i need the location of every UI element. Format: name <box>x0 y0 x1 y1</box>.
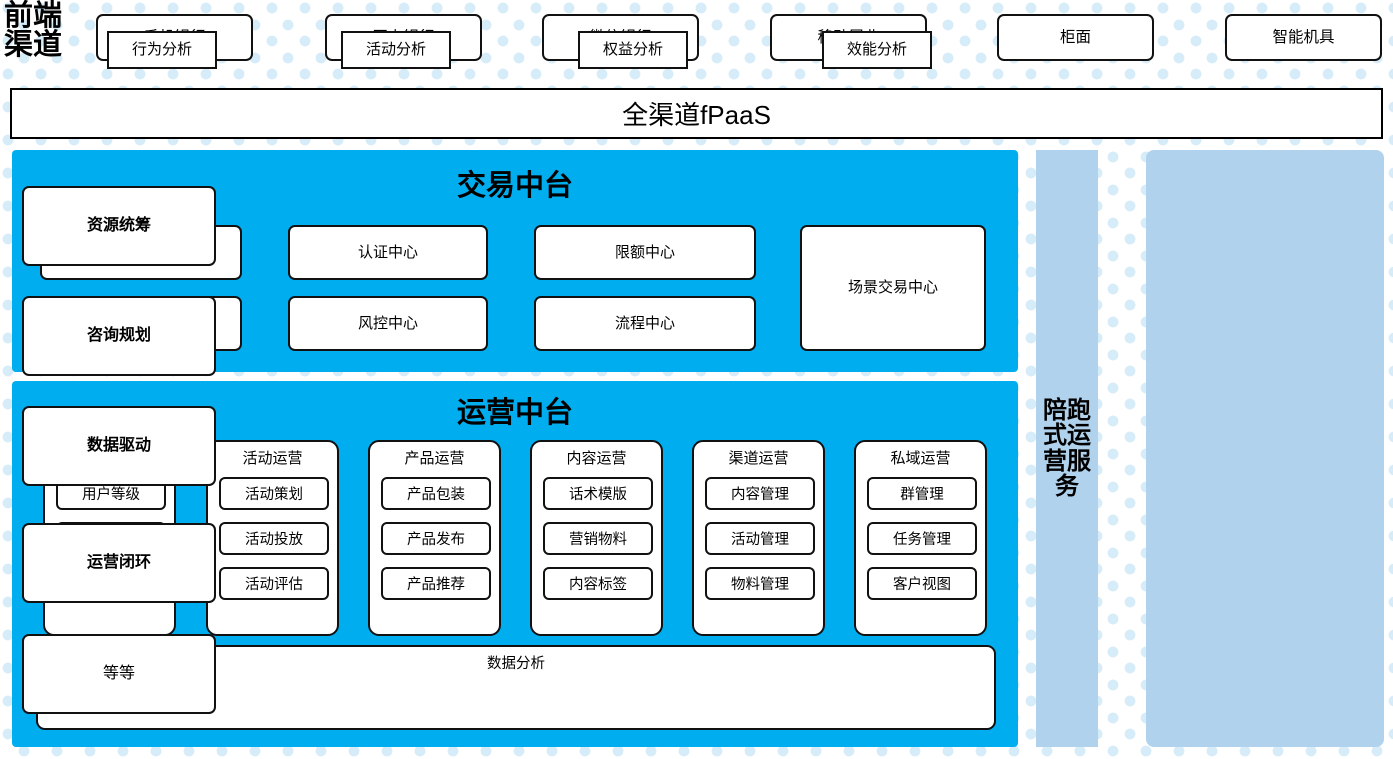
data-analysis-item-label: 效能分析 <box>846 41 907 59</box>
ops-card-activity-operations[interactable]: 活动运营 活动策划 活动投放 活动评估 <box>206 440 339 636</box>
ops-item[interactable]: 产品包装 <box>381 477 491 510</box>
front-end-label-line-1: 前端 <box>4 0 63 32</box>
data-analysis-item-benefit[interactable]: 权益分析 <box>578 31 688 69</box>
trade-box-risk-center[interactable]: 风控中心 <box>288 296 488 351</box>
ops-item[interactable]: 活动评估 <box>219 567 329 600</box>
ops-item[interactable]: 活动策划 <box>219 477 329 510</box>
ops-card-product-operations[interactable]: 产品运营 产品包装 产品发布 产品推荐 <box>368 440 501 636</box>
channel-label: 智能机具 <box>1272 28 1335 46</box>
data-analysis-item-label: 行为分析 <box>131 41 192 59</box>
capability-box-label: 运营闭环 <box>86 553 151 571</box>
ops-item[interactable]: 物料管理 <box>705 567 815 600</box>
ops-card-title: 私域运营 <box>890 450 951 467</box>
capability-box-consulting-planning[interactable]: 咨询规划 <box>22 296 216 376</box>
ops-item[interactable]: 产品推荐 <box>381 567 491 600</box>
ops-card-title: 内容运营 <box>566 450 627 467</box>
operations-platform-title: 运营中台 <box>456 397 573 429</box>
trade-box-label: 风控中心 <box>357 314 418 332</box>
trade-box-label: 认证中心 <box>357 243 418 261</box>
fpaas-label: 全渠道fPaaS <box>622 100 771 130</box>
omnichannel-fpaas-bar[interactable]: 全渠道fPaaS <box>10 88 1383 139</box>
data-analysis-item-efficiency[interactable]: 效能分析 <box>822 31 932 69</box>
capability-box-etc[interactable]: 等等 <box>22 634 216 714</box>
ops-card-private-domain-operations[interactable]: 私域运营 群管理 任务管理 客户视图 <box>854 440 987 636</box>
ops-item[interactable]: 客户视图 <box>867 567 977 600</box>
trade-platform-title: 交易中台 <box>456 170 573 202</box>
ops-item[interactable]: 活动投放 <box>219 522 329 555</box>
data-analysis-item-label: 活动分析 <box>365 41 426 59</box>
ops-item[interactable]: 营销物料 <box>543 522 653 555</box>
ops-card-content-operations[interactable]: 内容运营 话术模版 营销物料 内容标签 <box>530 440 663 636</box>
channel-box-smart-machine[interactable]: 智能机具 <box>1225 14 1382 61</box>
channel-box-counter[interactable]: 柜面 <box>997 14 1154 61</box>
trade-box-label: 限额中心 <box>614 243 675 261</box>
ops-card-title: 产品运营 <box>404 450 465 467</box>
capability-box-label: 咨询规划 <box>86 326 151 344</box>
ops-item[interactable]: 内容管理 <box>705 477 815 510</box>
capability-panel <box>1146 150 1384 747</box>
trade-box-limit-center[interactable]: 限额中心 <box>534 225 756 280</box>
data-analysis-item-activity[interactable]: 活动分析 <box>341 31 451 69</box>
ops-card-title: 渠道运营 <box>728 450 789 467</box>
front-end-channel-label: 前端 渠道 <box>4 2 86 60</box>
capability-box-label: 等等 <box>102 664 135 682</box>
ops-item[interactable]: 话术模版 <box>543 477 653 510</box>
accompanying-operation-service-column: 陪跑式运营服务 <box>1036 150 1098 747</box>
ops-card-channel-operations[interactable]: 渠道运营 内容管理 活动管理 物料管理 <box>692 440 825 636</box>
trade-box-label: 场景交易中心 <box>847 279 938 297</box>
trade-box-scenario-trade-center[interactable]: 场景交易中心 <box>800 225 986 351</box>
channel-label: 柜面 <box>1059 28 1091 46</box>
capability-box-label: 资源统筹 <box>86 216 151 234</box>
ops-item[interactable]: 群管理 <box>867 477 977 510</box>
trade-box-process-center[interactable]: 流程中心 <box>534 296 756 351</box>
ops-card-title: 活动运营 <box>242 450 303 467</box>
trade-box-auth-center[interactable]: 认证中心 <box>288 225 488 280</box>
capability-box-data-driven[interactable]: 数据驱动 <box>22 406 216 486</box>
data-analysis-title: 数据分析 <box>487 656 545 672</box>
ops-item[interactable]: 任务管理 <box>867 522 977 555</box>
capability-box-operation-closed-loop[interactable]: 运营闭环 <box>22 523 216 603</box>
capability-box-label: 数据驱动 <box>86 436 151 454</box>
ops-item[interactable]: 产品发布 <box>381 522 491 555</box>
data-analysis-item-label: 权益分析 <box>602 41 663 59</box>
ops-item[interactable]: 活动管理 <box>705 522 815 555</box>
ops-item[interactable]: 内容标签 <box>543 567 653 600</box>
service-column-label: 陪跑式运营服务 <box>1043 396 1091 500</box>
capability-box-resource-coordination[interactable]: 资源统筹 <box>22 186 216 266</box>
data-analysis-item-behavior[interactable]: 行为分析 <box>107 31 217 69</box>
trade-box-label: 流程中心 <box>614 314 675 332</box>
front-end-label-line-2: 渠道 <box>4 29 63 61</box>
